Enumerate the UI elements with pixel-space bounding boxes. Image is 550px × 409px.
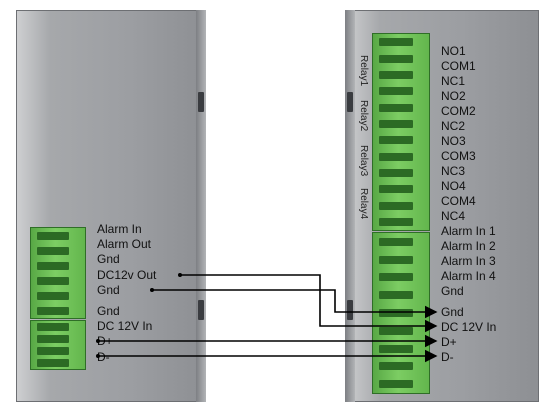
terminal-screw xyxy=(37,261,69,270)
terminal-screw xyxy=(379,291,413,300)
right-terminal-label: Gnd xyxy=(441,284,464,298)
right-terminal-label: NC1 xyxy=(441,74,466,88)
terminal-screw xyxy=(37,246,69,255)
wire-1 xyxy=(180,274,438,333)
terminal-screw xyxy=(379,38,413,47)
terminal-screw xyxy=(379,136,413,145)
left-terminal-label: Gnd xyxy=(97,304,120,318)
mount-notch xyxy=(347,300,353,320)
terminal-screw xyxy=(37,335,69,343)
right-terminal-label: Alarm In 4 xyxy=(441,269,496,283)
terminal-screw xyxy=(379,70,413,79)
right-terminal-label: DC 12V In xyxy=(441,320,497,334)
right-terminal-label: Alarm In 2 xyxy=(441,239,496,253)
terminal-screw xyxy=(37,276,69,285)
terminal-screw xyxy=(37,291,69,300)
wire-start-dot xyxy=(178,273,182,277)
mount-notch xyxy=(347,92,353,112)
terminal-screw xyxy=(379,217,413,226)
terminal-screw xyxy=(379,201,413,210)
right-terminal-label: D- xyxy=(441,350,454,364)
right-terminal-label: COM3 xyxy=(441,149,476,163)
terminal-screw xyxy=(37,323,69,331)
right-terminal-label: COM4 xyxy=(441,194,476,208)
left-terminal-label: Alarm Out xyxy=(97,237,152,251)
terminal-screw xyxy=(379,152,413,161)
mount-notch xyxy=(198,300,204,320)
mount-notch xyxy=(198,92,204,112)
terminal-screw xyxy=(379,309,413,317)
left-terminal-label: Alarm In xyxy=(97,222,142,236)
terminal-screw xyxy=(379,185,413,194)
right-terminal-label: NO1 xyxy=(441,44,466,58)
right-terminal-label: NC3 xyxy=(441,164,466,178)
left-terminal-label: Gnd xyxy=(97,283,120,297)
right-terminal-label: COM1 xyxy=(441,59,476,73)
left-terminal-label: DC12v Out xyxy=(97,268,157,282)
terminal-screw xyxy=(379,255,413,264)
left-terminal-block-lower xyxy=(30,320,86,370)
terminal-screw xyxy=(379,168,413,177)
right-terminal-label: D+ xyxy=(441,335,457,349)
terminal-screw xyxy=(37,359,69,367)
terminal-screw xyxy=(379,273,413,282)
wire-2 xyxy=(152,289,438,319)
right-terminal-label: NC4 xyxy=(441,209,466,223)
right-terminal-label: Alarm In 1 xyxy=(441,224,496,238)
left-terminal-block-upper xyxy=(30,227,86,319)
left-terminal-label: DC 12V In xyxy=(97,319,153,333)
terminal-screw xyxy=(379,237,413,246)
terminal-screw xyxy=(379,103,413,112)
right-terminal-label: Gnd xyxy=(441,305,464,319)
terminal-screw xyxy=(379,326,413,335)
right-terminal-block-io xyxy=(372,232,430,394)
right-terminal-label: NO3 xyxy=(441,134,466,148)
terminal-screw xyxy=(37,347,69,355)
right-terminal-label: NC2 xyxy=(441,119,466,133)
right-terminal-block-relays xyxy=(372,33,430,231)
terminal-screw xyxy=(37,231,69,240)
right-terminal-label: NO2 xyxy=(441,89,466,103)
right-terminal-label: COM2 xyxy=(441,104,476,118)
terminal-screw xyxy=(379,119,413,128)
wire-start-dot xyxy=(150,288,154,292)
wire-start-dot xyxy=(96,354,100,358)
terminal-screw xyxy=(379,54,413,63)
terminal-screw xyxy=(379,344,413,353)
terminal-screw xyxy=(37,306,69,315)
right-terminal-label: Alarm In 3 xyxy=(441,254,496,268)
left-terminal-label: D- xyxy=(97,350,110,364)
left-terminal-label: Gnd xyxy=(97,252,120,266)
terminal-screw xyxy=(379,362,413,371)
terminal-screw xyxy=(379,380,413,389)
terminal-screw xyxy=(379,87,413,96)
right-terminal-label: NO4 xyxy=(441,179,466,193)
wire-start-dot xyxy=(96,339,100,343)
